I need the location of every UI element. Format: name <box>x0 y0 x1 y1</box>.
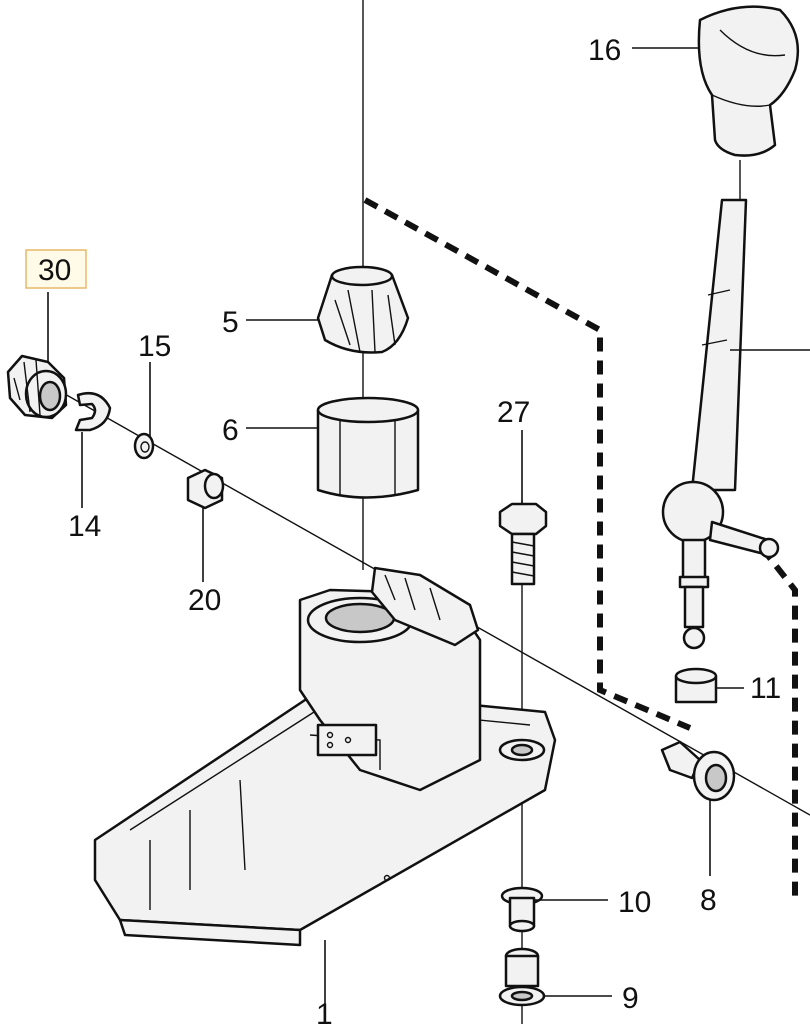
callout-8: 8 <box>700 884 717 917</box>
bushing-11-part <box>674 667 718 704</box>
callout-11: 11 <box>750 672 781 705</box>
callout-30-highlight <box>25 249 87 289</box>
callout-27: 27 <box>497 396 530 429</box>
gear-knob-part <box>697 5 800 157</box>
callout-6: 6 <box>222 414 239 447</box>
callout-20: 20 <box>188 584 221 617</box>
bushing-20-part <box>186 468 225 510</box>
dashed-boundary-right <box>759 546 798 900</box>
bolt-27-part <box>498 502 548 586</box>
callout-1: 1 <box>316 998 333 1024</box>
housing-1-part <box>93 566 557 947</box>
sleeve-5-part <box>316 265 410 354</box>
callout-5: 5 <box>222 306 239 339</box>
clip-14-part <box>74 391 112 432</box>
dashed-boundary <box>363 197 692 731</box>
callout-14: 14 <box>68 510 101 543</box>
callout-15: 15 <box>138 330 171 363</box>
callout-9: 9 <box>622 982 639 1015</box>
callout-16: 16 <box>588 34 621 67</box>
sleeve-6-part <box>316 396 420 499</box>
gear-lever-part <box>661 160 780 650</box>
nut-30-part <box>6 354 68 420</box>
callout-10: 10 <box>618 886 651 919</box>
callout-30: 30 <box>38 254 71 287</box>
bushing-8-part <box>660 740 736 802</box>
washer-15-part <box>133 432 155 460</box>
bushing-9-part <box>498 947 546 1007</box>
bushing-10-part <box>500 886 544 933</box>
